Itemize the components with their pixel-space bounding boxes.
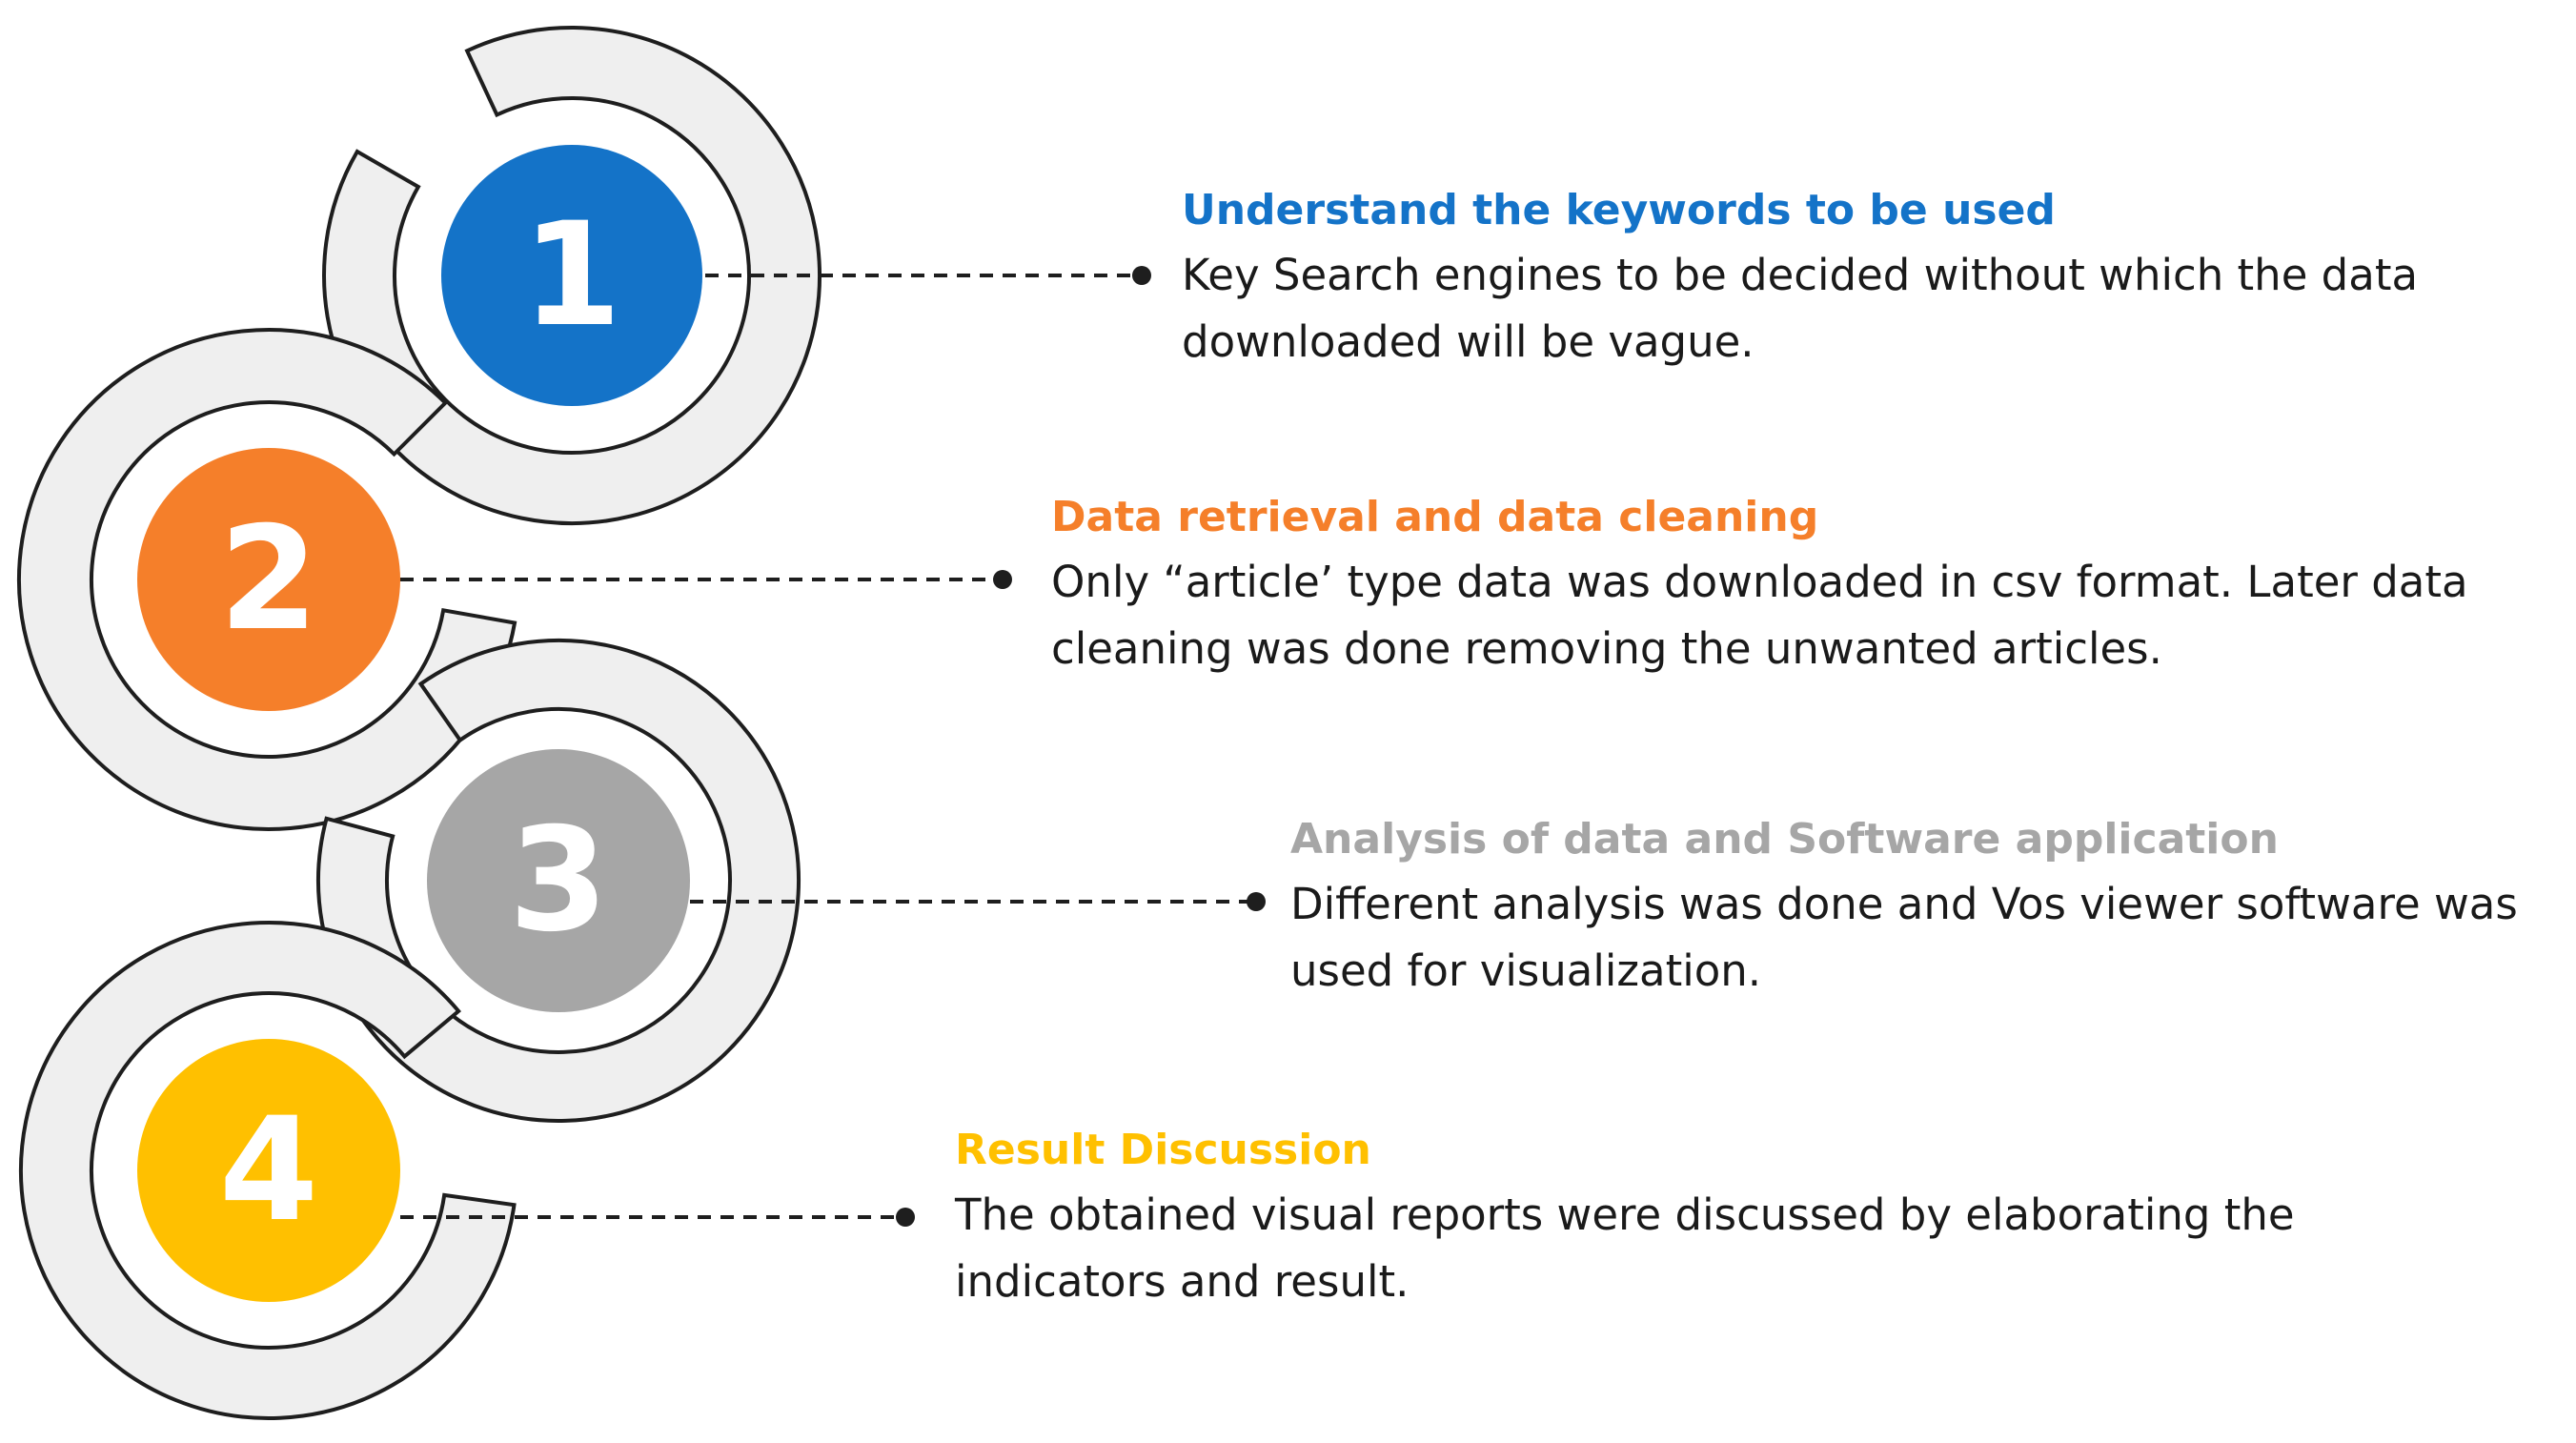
step-3-title: Analysis of data and Software applicatio… xyxy=(1290,815,2279,864)
step-3-desc-line-1: Different analysis was done and Vos view… xyxy=(1290,879,2518,929)
step-2-title: Data retrieval and data cleaning xyxy=(1051,493,1819,541)
ring-2 xyxy=(17,328,517,831)
ring-group xyxy=(17,26,821,1420)
ring-1 xyxy=(322,26,821,525)
step-3-desc-line-2: used for visualization. xyxy=(1290,945,1762,996)
step-1-desc-line-2: downloaded will be vague. xyxy=(1182,316,1755,367)
step-1-title: Understand the keywords to be used xyxy=(1182,186,2056,234)
step-2-desc-line-2: cleaning was done removing the unwanted … xyxy=(1051,623,2162,674)
step-2-text: Data retrieval and data cleaning Only “a… xyxy=(1051,486,2468,682)
step-2-desc-line-1: Only “article’ type data was downloaded … xyxy=(1051,557,2468,607)
step-3-circle: 3 xyxy=(427,749,690,1012)
step-3-connector-dot xyxy=(1247,892,1266,911)
step-1-circle: 1 xyxy=(441,145,702,406)
step-1-text: Understand the keywords to be used Key S… xyxy=(1182,179,2418,376)
step-3-number: 3 xyxy=(508,798,609,964)
step-4-connector-dot xyxy=(896,1208,915,1227)
step-1-number: 1 xyxy=(521,193,622,358)
step-1-connector-dot xyxy=(1132,266,1151,285)
step-2-circle: 2 xyxy=(137,448,400,711)
step-4-title: Result Discussion xyxy=(955,1126,1371,1174)
step-2-connector-dot xyxy=(993,570,1012,589)
step-1-desc-line-1: Key Search engines to be decided without… xyxy=(1182,250,2419,300)
ring-4 xyxy=(19,921,517,1420)
step-4-desc-line-1: The obtained visual reports were discuss… xyxy=(955,1189,2295,1240)
step-4-circle: 4 xyxy=(137,1039,400,1302)
step-4-number: 4 xyxy=(218,1087,319,1253)
step-3-text: Analysis of data and Software applicatio… xyxy=(1290,808,2518,1005)
ring-3 xyxy=(316,639,801,1123)
step-2-number: 2 xyxy=(218,497,319,662)
step-4-desc-line-2: indicators and result. xyxy=(955,1256,1410,1307)
connector-group xyxy=(400,266,1266,1227)
step-4-text: Result Discussion The obtained visual re… xyxy=(955,1119,2295,1315)
